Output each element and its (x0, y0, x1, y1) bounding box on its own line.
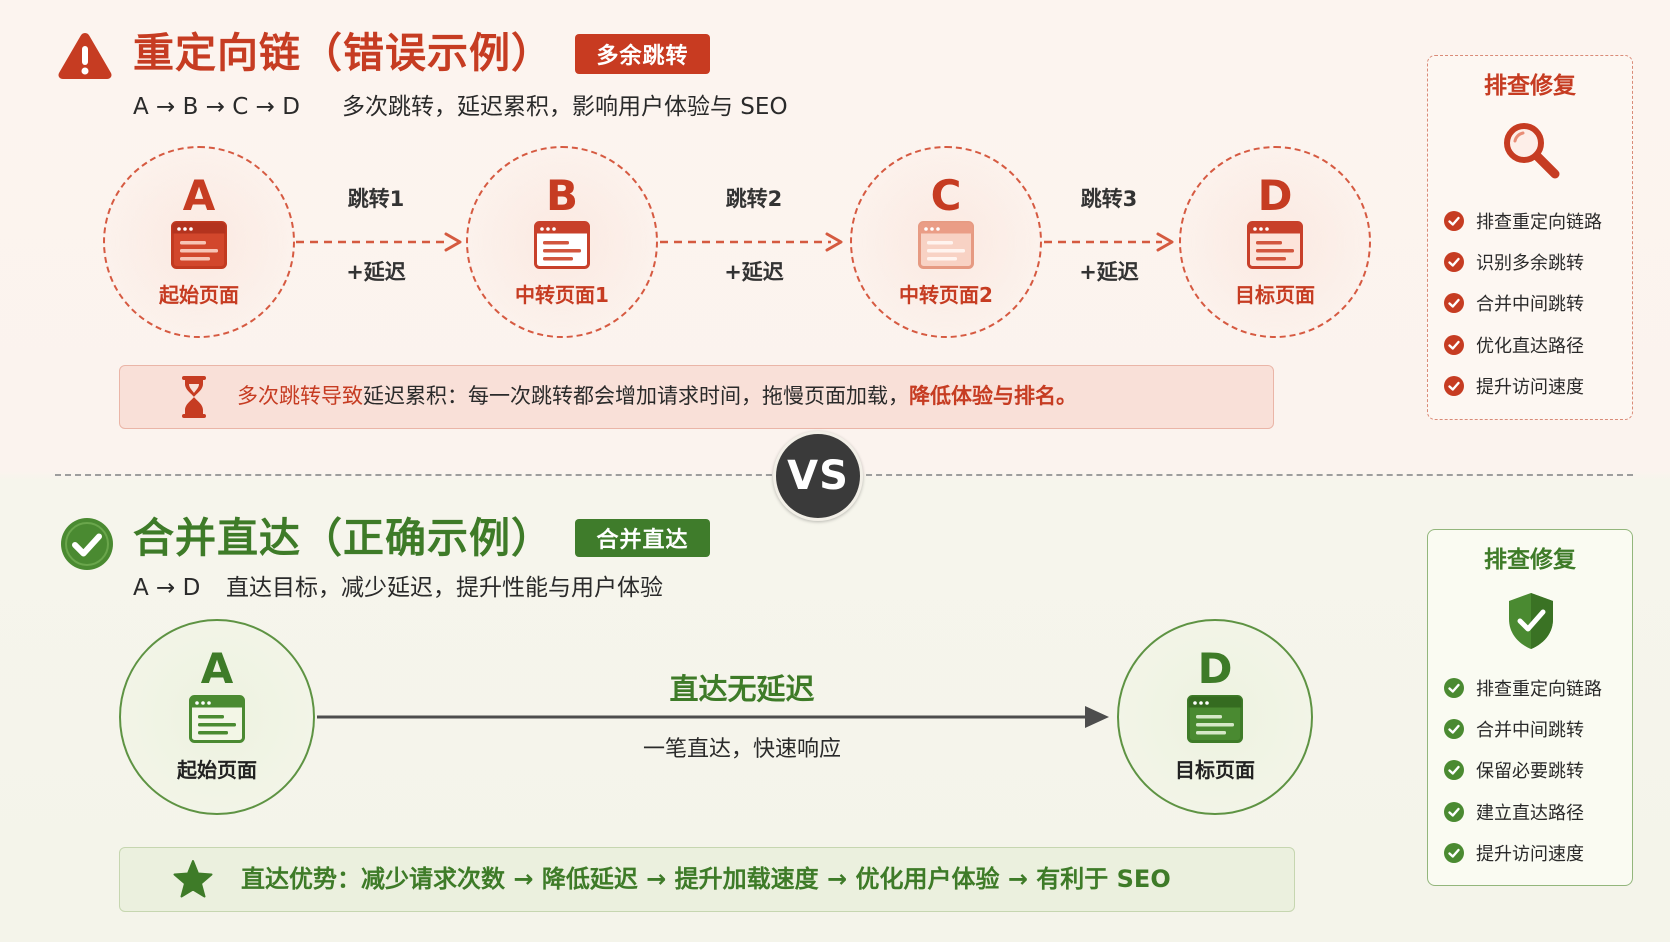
list-item: 提升访问速度 (1428, 366, 1632, 407)
list-item-text: 排查重定向链路 (1476, 211, 1602, 233)
warning-emphasis: 降低体验与排名。 (909, 384, 1077, 408)
node-letter: D (1257, 171, 1293, 220)
delay-warning-bar: 多次跳转导致延迟累积：每一次跳转都会增加请求时间，拖慢页面加载，降低体验与排名。 (119, 365, 1274, 429)
check-circle-icon (1444, 252, 1464, 273)
node-d: D 目标页面 (1179, 146, 1371, 338)
list-item-text: 识别多余跳转 (1476, 253, 1584, 275)
merge-direct-badge: 合并直达 (575, 519, 710, 557)
wrong-fix-panel: 排查修复 排查重定向链路 识别多余跳转 合并中间跳转 优化直达路径 提升访问速度 (1427, 55, 1633, 420)
direct-path: A → D (133, 575, 201, 601)
check-circle-icon (1444, 760, 1464, 781)
list-item-text: 提升访问速度 (1476, 377, 1584, 399)
node-label: 中转页面2 (899, 283, 993, 307)
browser-page-icon (189, 695, 245, 743)
browser-page-icon (1187, 695, 1243, 743)
check-circle-icon (1444, 801, 1464, 822)
warning-lead: 多次跳转导致 (237, 384, 363, 408)
warning-body: 延迟累积：每一次跳转都会增加请求时间，拖慢页面加载， (363, 384, 909, 408)
redundant-redirect-badge: 多余跳转 (575, 34, 710, 74)
fix-list: 排查重定向链路 识别多余跳转 合并中间跳转 优化直达路径 提升访问速度 (1428, 200, 1632, 407)
warning-triangle-icon (57, 30, 113, 80)
check-circle-icon (1444, 719, 1464, 740)
correct-example-title: 合并直达（正确示例） (133, 514, 553, 562)
direct-link-caption: 一笔直达，快速响应 (642, 737, 841, 762)
hourglass-icon (180, 375, 208, 419)
redirect-path: A → B → C → D (133, 94, 300, 120)
browser-page-icon (534, 221, 590, 269)
vs-badge: VS (773, 431, 863, 521)
panel-title: 排查修复 (1484, 547, 1576, 573)
node-b: B 中转页面1 (466, 146, 658, 338)
list-item: 排查重定向链路 (1428, 200, 1632, 241)
wrong-example-title: 重定向链（错误示例） (133, 29, 553, 77)
node-label: 目标页面 (1235, 283, 1315, 307)
benefits-bar: 直达优势：减少请求次数 → 降低延迟 → 提升加载速度 → 优化用户体验 → 有… (119, 847, 1295, 912)
hop-label: 跳转3 (1080, 187, 1138, 211)
node-a: A 起始页面 (103, 146, 295, 338)
list-item-text: 保留必要跳转 (1476, 761, 1584, 783)
list-item-text: 提升访问速度 (1476, 844, 1584, 866)
list-item-text: 合并中间跳转 (1476, 294, 1584, 316)
hop-arrow (660, 232, 843, 252)
hop-delay: +延迟 (346, 260, 406, 284)
check-circle-icon (1444, 210, 1464, 231)
list-item: 合并中间跳转 (1428, 283, 1632, 324)
node-letter: A (182, 171, 216, 220)
list-item-text: 排查重定向链路 (1476, 678, 1602, 700)
delay-warning-text: 多次跳转导致延迟累积：每一次跳转都会增加请求时间，拖慢页面加载，降低体验与排名。 (237, 366, 1077, 427)
node-letter: B (545, 171, 578, 220)
hop-arrow (1044, 232, 1174, 252)
node-letter: D (1197, 644, 1233, 693)
browser-page-icon (918, 221, 974, 269)
panel-title: 排查修复 (1484, 73, 1576, 99)
node-c: C 中转页面2 (850, 146, 1042, 338)
node-label: 起始页面 (177, 758, 257, 782)
check-circle-icon (1444, 376, 1464, 397)
check-circle-icon (1444, 334, 1464, 355)
check-circle-icon (60, 517, 114, 571)
list-item: 建立直达路径 (1428, 791, 1632, 832)
correct-fix-panel: 排查修复 排查重定向链路 合并中间跳转 保留必要跳转 建立直达路径 提升访问速度 (1427, 529, 1633, 886)
node-label: 中转页面1 (515, 283, 609, 307)
list-item-text: 建立直达路径 (1476, 802, 1584, 824)
direct-description: 直达目标，减少延迟，提升性能与用户体验 (226, 575, 663, 601)
fix-list: 排查重定向链路 合并中间跳转 保留必要跳转 建立直达路径 提升访问速度 (1428, 667, 1632, 874)
hop-delay: +延迟 (724, 260, 784, 284)
shield-check-icon (1505, 591, 1557, 651)
check-circle-icon (1444, 677, 1464, 698)
list-item: 识别多余跳转 (1428, 241, 1632, 282)
list-item: 排查重定向链路 (1428, 667, 1632, 708)
direct-arrow (317, 706, 1109, 728)
benefits-text: 直达优势：减少请求次数 → 降低延迟 → 提升加载速度 → 优化用户体验 → 有… (241, 865, 1171, 893)
list-item: 保留必要跳转 (1428, 750, 1632, 791)
magnifier-icon (1500, 119, 1562, 181)
check-circle-icon (1444, 843, 1464, 864)
node-d: D 目标页面 (1117, 619, 1313, 815)
hop-label: 跳转2 (725, 187, 783, 211)
node-letter: C (930, 171, 962, 220)
node-label: 起始页面 (159, 283, 239, 307)
browser-page-icon (171, 221, 227, 269)
list-item: 合并中间跳转 (1428, 708, 1632, 749)
list-item-text: 优化直达路径 (1476, 335, 1584, 357)
hop-delay: +延迟 (1079, 260, 1139, 284)
redirect-description: 多次跳转，延迟累积，影响用户体验与 SEO (342, 94, 788, 120)
direct-link-label: 直达无延迟 (669, 672, 815, 706)
check-circle-icon (1444, 293, 1464, 314)
browser-page-icon (1247, 221, 1303, 269)
node-a: A 起始页面 (119, 619, 315, 815)
hop-arrow (296, 232, 462, 252)
list-item: 优化直达路径 (1428, 324, 1632, 365)
node-letter: A (200, 644, 234, 693)
list-item: 提升访问速度 (1428, 833, 1632, 874)
star-icon (173, 859, 213, 899)
hop-label: 跳转1 (347, 187, 405, 211)
node-label: 目标页面 (1175, 758, 1255, 782)
list-item-text: 合并中间跳转 (1476, 720, 1584, 742)
